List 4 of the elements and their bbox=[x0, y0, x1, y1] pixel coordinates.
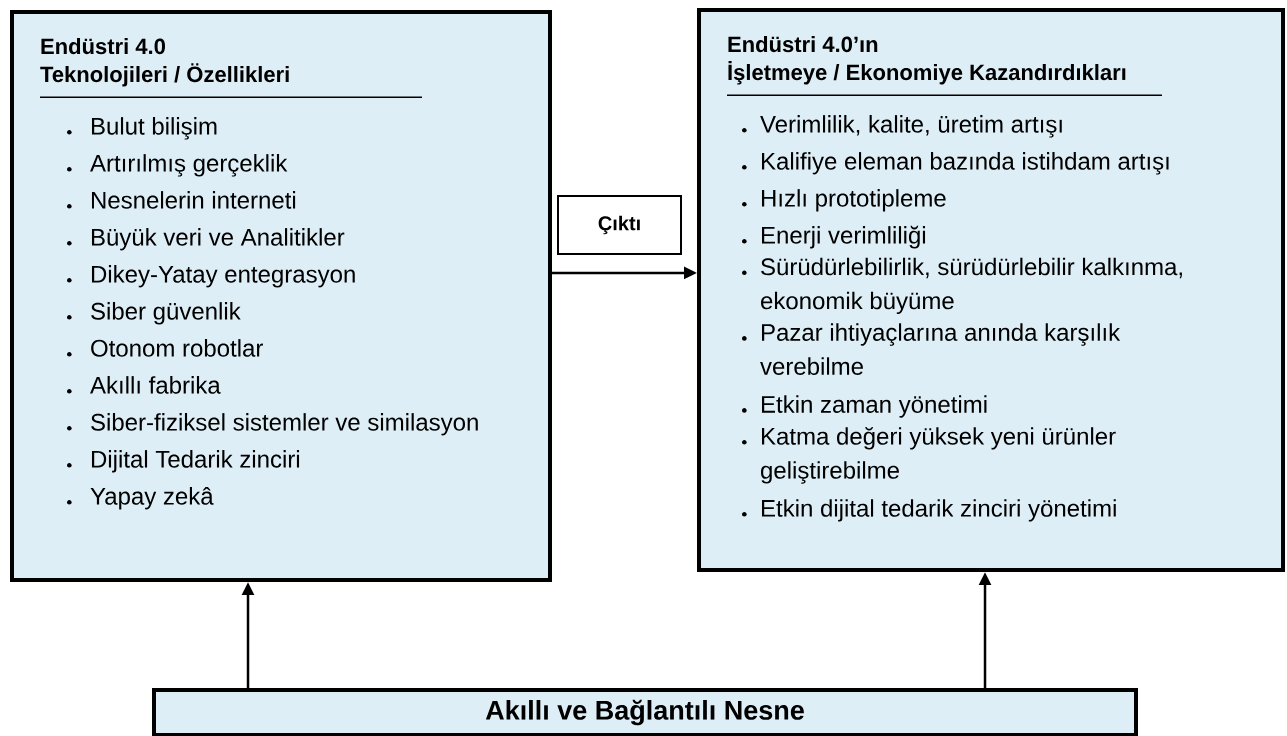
label-box: Çıktı bbox=[557, 195, 682, 255]
object-box: Akıllı ve Bağlantılı Nesne bbox=[152, 688, 1138, 736]
list-box: Endüstri 4.0’ın İşletmeye / Ekonomiye Kazandırdıkları Verimlilik, kalite, üretim artışı Kalifiye eleman bazında istihdam artışı Hızlı prototipleme Enerji verimliliği Sürüdürlebilirlik, sürüdürlebilir kalkınma, ekonomik büyüme Pazar ihtiyaçlarına anında karşılık verebilme Etkin zaman yönetimi Katma değeri yüksek yeni ürünler geliştirebilme Etkin dijital tedarik zinciri yönetimi bbox=[697, 8, 1285, 572]
list-box: Endüstri 4.0 Teknolojileri / Özellikleri Bulut bilişim Artırılmış gerçeklik Nesnelerin interneti Büyük veri ve Analitikler Dikey-Yatay entegrasyon Siber güvenlik Otonom robotlar Akıllı fabrika Siber-fiziksel sistemler ve similasyon Dijital Tedarik zinciri Yapay zekâ bbox=[10, 10, 552, 582]
